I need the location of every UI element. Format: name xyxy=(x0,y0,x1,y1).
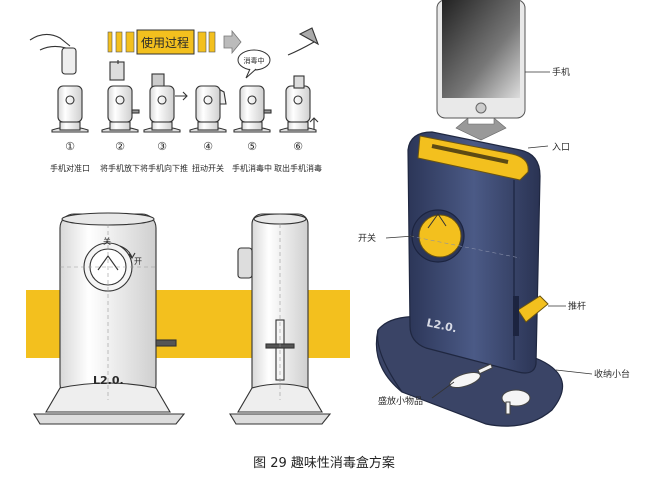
banner-title: 使用过程 xyxy=(141,35,189,50)
step-numbers: ① ② ③ ④ ⑤ ⑥ xyxy=(65,140,303,153)
callout-lever: 推杆 xyxy=(568,300,586,312)
step-number: ④ xyxy=(203,140,213,153)
callout-switch: 开关 xyxy=(358,232,376,244)
knob-start-mark: 关 xyxy=(103,236,111,246)
sterilizer-box xyxy=(407,131,549,374)
callout-small-items: 盛放小物品 xyxy=(378,395,423,407)
callout-storage: 收纳小台 xyxy=(594,368,630,380)
step-label: 将手机向下推 xyxy=(140,163,188,173)
step-label: 扭动开关 xyxy=(192,163,224,173)
step-number: ② xyxy=(115,140,125,153)
step-label: 手机对准口 xyxy=(50,163,90,173)
earbuds xyxy=(449,363,531,415)
step-number: ③ xyxy=(157,140,167,153)
figure-caption: 图 29 趣味性消毒盒方案 xyxy=(253,456,395,471)
step-label: 将手机放下 xyxy=(100,163,140,173)
step-label: 取出手机消毒 xyxy=(274,163,322,173)
side-view xyxy=(229,213,332,425)
callout-phone: 手机 xyxy=(552,66,570,78)
step-hands xyxy=(29,27,320,130)
brand-logo-front: L2.0. xyxy=(93,374,124,387)
brand-logo-box: L2.0. xyxy=(425,316,458,335)
phone-illustration xyxy=(436,0,526,141)
callout-entry: 入口 xyxy=(552,142,570,153)
step-number: ① xyxy=(65,140,75,153)
bubble-text: 消毒中 xyxy=(244,56,265,65)
front-view xyxy=(33,212,186,425)
knob-end-mark: 开 xyxy=(134,257,142,266)
usage-banner: 使用过程 xyxy=(107,29,242,55)
step-number: ⑥ xyxy=(293,140,303,153)
step-labels: 手机对准口 将手机放下 将手机向下推 扭动开关 手机消毒中 取出手机消毒 xyxy=(50,163,322,173)
step-number: ⑤ xyxy=(247,140,257,153)
callout-lines xyxy=(385,145,593,399)
step-label: 手机消毒中 xyxy=(232,163,272,173)
sterilizing-bubble: 消毒中 xyxy=(237,49,271,79)
step-devices xyxy=(51,75,317,133)
